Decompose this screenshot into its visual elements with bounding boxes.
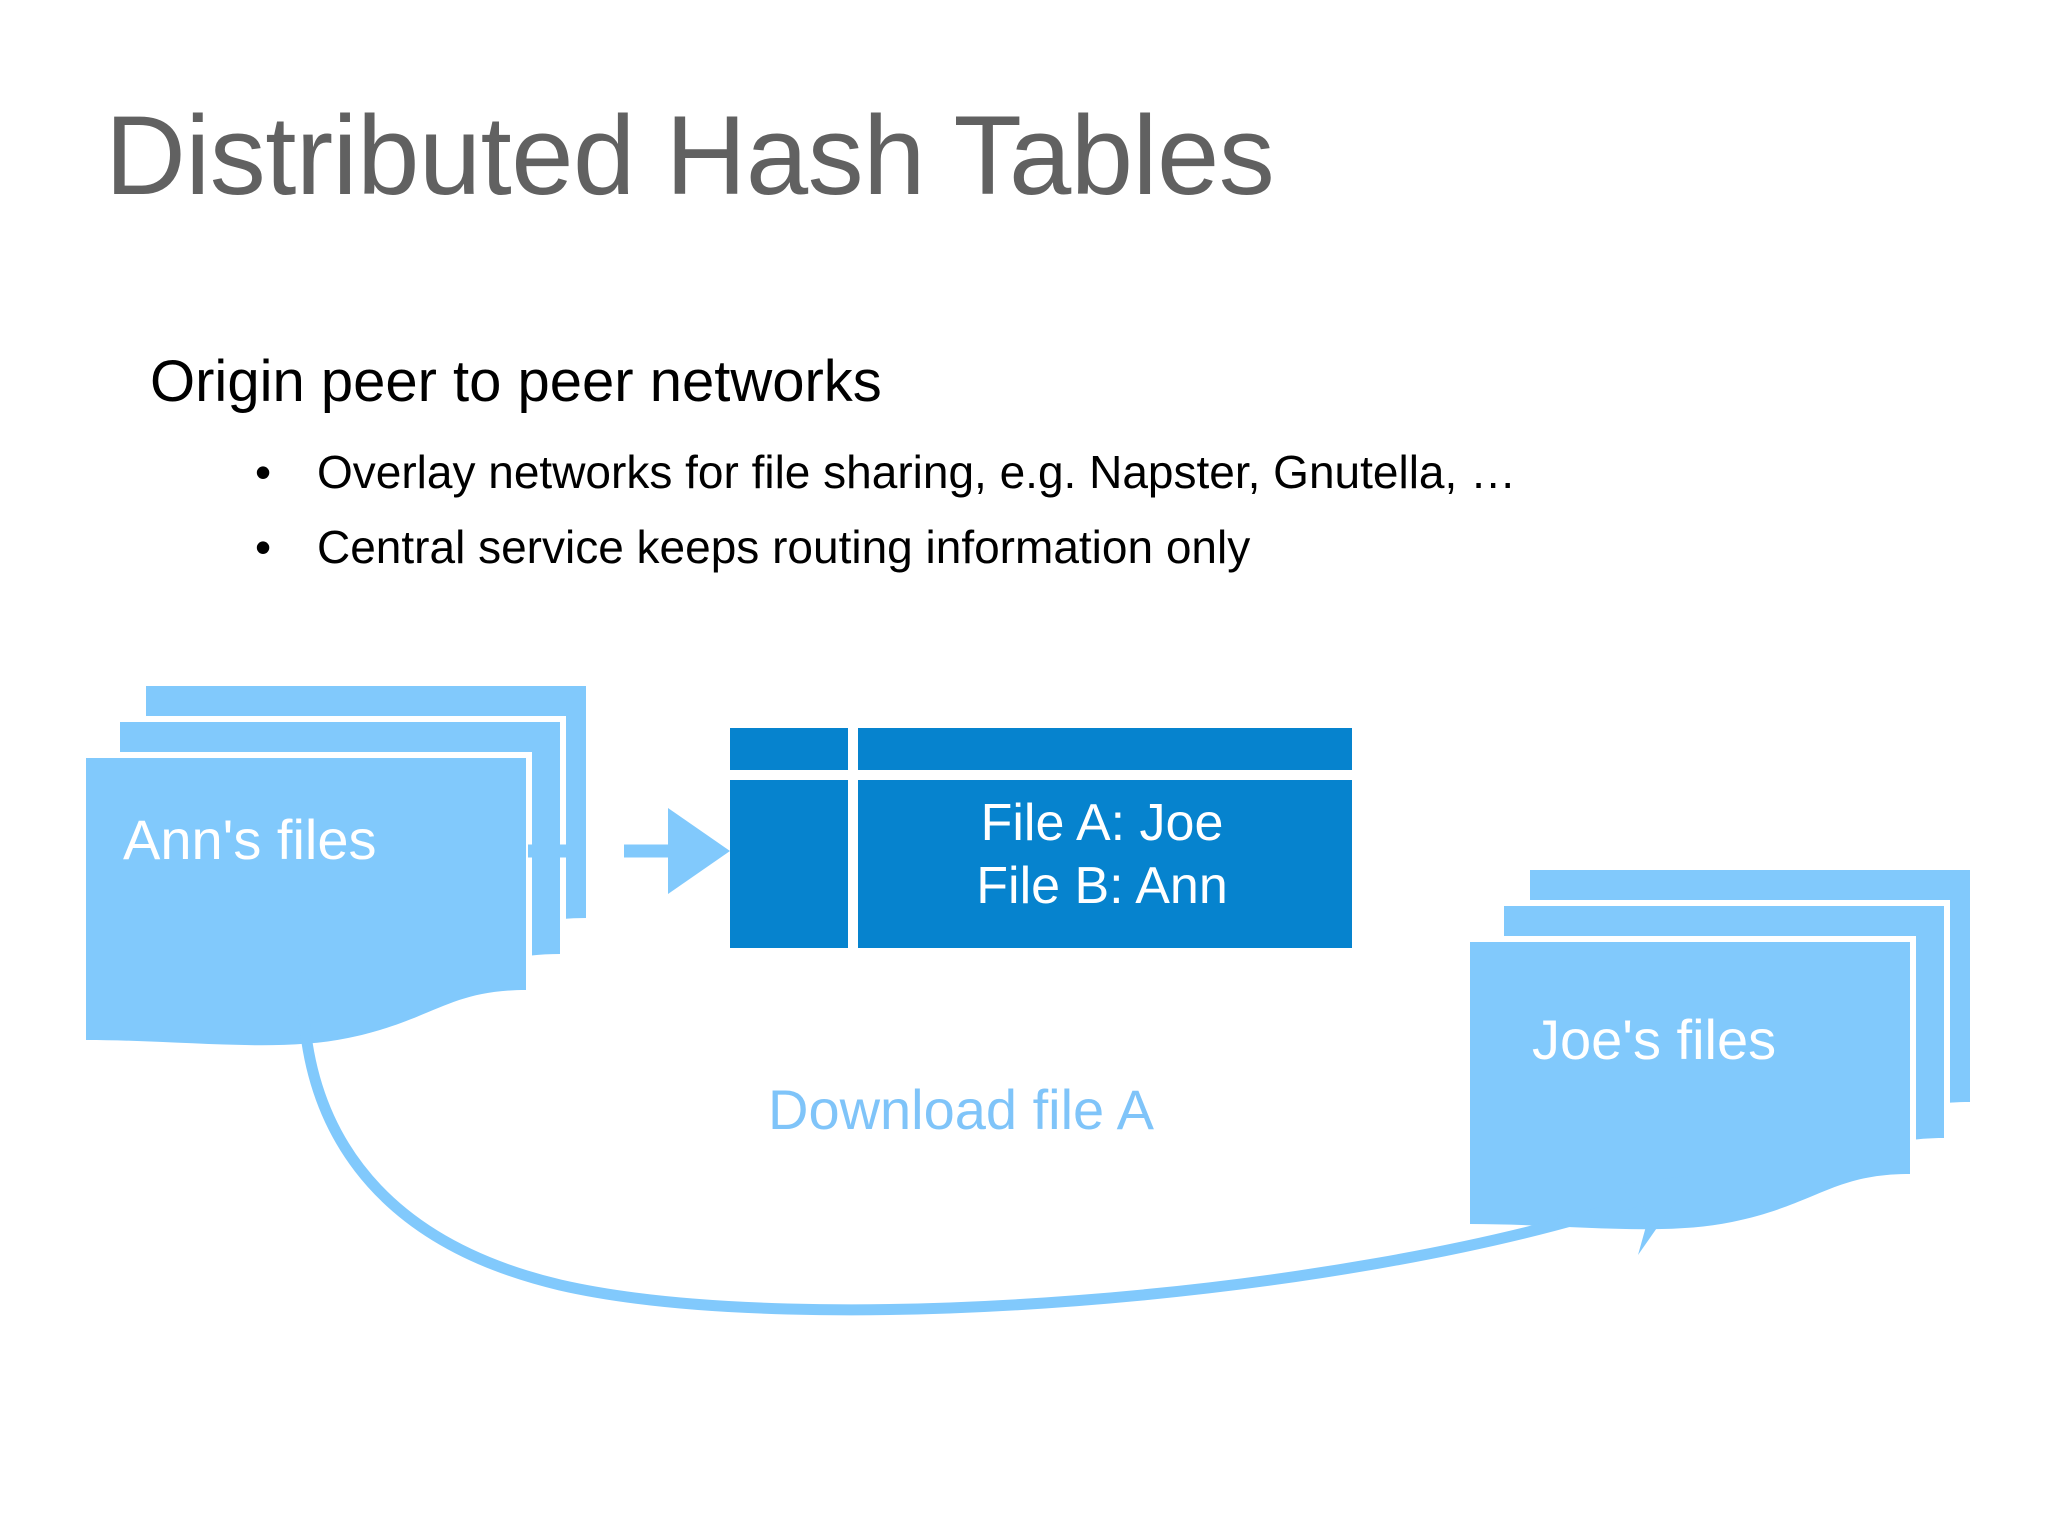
joe-files-card-front bbox=[1470, 942, 1910, 1230]
registry-body-right-cell bbox=[858, 780, 1352, 948]
lookup-arrow-head-icon bbox=[668, 808, 730, 894]
bullet-overlay-networks: • Overlay networks for file sharing, e.g… bbox=[255, 445, 1950, 498]
registry-header-left-cell bbox=[730, 728, 848, 770]
registry-body-left-cell bbox=[730, 780, 848, 948]
download-arrow-label: Download file A bbox=[768, 1078, 1155, 1141]
lookup-arrow[interactable] bbox=[528, 808, 730, 894]
bullet-level1-origin-p2p: Origin peer to peer networks bbox=[150, 349, 882, 414]
ann-files-label: Ann's files bbox=[123, 808, 377, 871]
bullet-overlay-networks-label: Overlay networks for file sharing, e.g. … bbox=[317, 445, 1517, 498]
bullet-central-service: • Central service keeps routing informat… bbox=[255, 523, 1950, 573]
registry-entry-file-b: File B: Ann bbox=[976, 857, 1228, 916]
page-title: Distributed Hash Tables bbox=[105, 93, 1275, 218]
download-arrow-curve bbox=[297, 972, 1646, 1316]
joe-files-label: Joe's files bbox=[1532, 1008, 1777, 1071]
download-arrow-head-icon bbox=[1616, 1175, 1694, 1255]
registry-table[interactable] bbox=[730, 728, 1352, 948]
body-content: Origin peer to peer networks • Overlay n… bbox=[150, 350, 1950, 599]
registry-entry-file-a: File A: Joe bbox=[980, 794, 1224, 852]
bullet-marker-icon: • bbox=[255, 445, 272, 498]
bullet-central-service-label: Central service keeps routing informatio… bbox=[317, 521, 1251, 574]
registry-header-right-cell bbox=[858, 728, 1352, 770]
download-arrow[interactable] bbox=[297, 972, 1694, 1316]
bullet-marker-icon: • bbox=[255, 521, 272, 574]
registry-entries: File A: Joe File B: Ann bbox=[862, 792, 1342, 919]
